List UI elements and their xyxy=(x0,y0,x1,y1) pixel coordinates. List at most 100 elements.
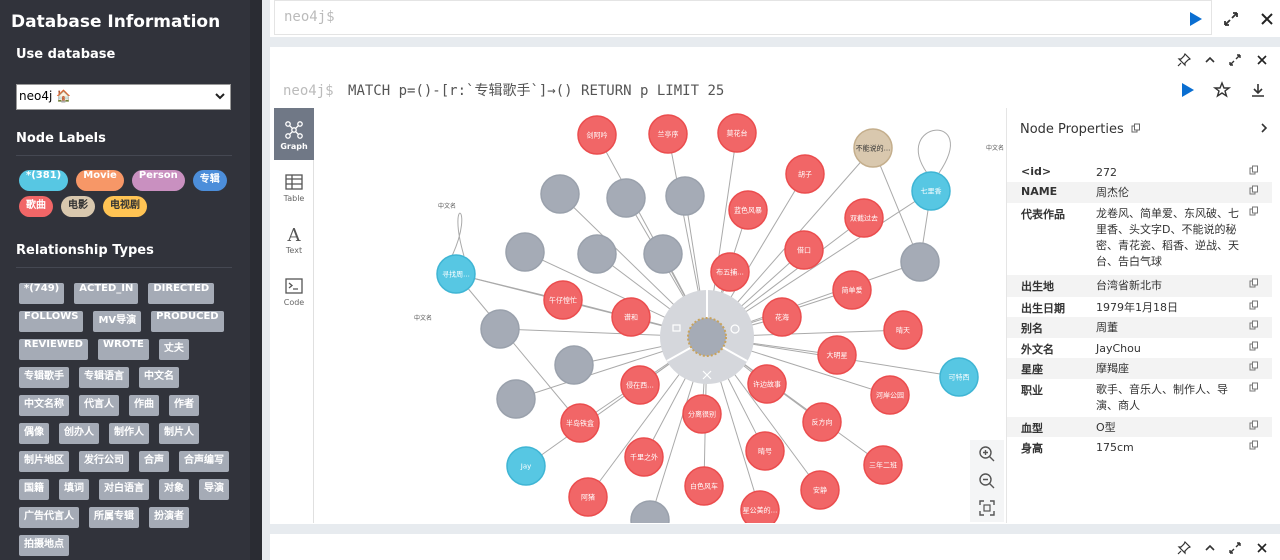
relationship-type-tag[interactable]: 填词 xyxy=(59,479,89,500)
copy-icon[interactable] xyxy=(1249,382,1259,392)
zoom-in-button[interactable] xyxy=(977,444,997,464)
tab-code[interactable]: Code xyxy=(274,264,314,316)
song-node-circle[interactable] xyxy=(560,403,600,443)
movie-node[interactable] xyxy=(853,128,893,168)
gray-node-circle[interactable] xyxy=(643,234,683,274)
song-node-circle[interactable] xyxy=(577,115,617,155)
song-node[interactable]: 午仔惶忙 xyxy=(543,280,583,320)
gray-node[interactable] xyxy=(540,174,580,214)
fit-view-button[interactable] xyxy=(977,498,997,518)
copy-icon[interactable] xyxy=(1249,185,1259,195)
song-node[interactable]: 阿猪 xyxy=(568,477,608,517)
fullscreen-button[interactable] xyxy=(1228,52,1242,66)
node-label-tag[interactable]: Person xyxy=(131,170,185,191)
relationship-type-tag[interactable]: ACTED_IN xyxy=(74,283,139,304)
database-select[interactable]: neo4j 🏠 xyxy=(16,84,231,110)
frame-query-editor[interactable]: neo4j$ MATCH p=()-[r:`专辑歌手`]→() RETURN p… xyxy=(274,73,1202,105)
tab-text[interactable]: A Text xyxy=(274,212,314,264)
song-node-circle[interactable] xyxy=(684,466,724,506)
self-loop-edge[interactable] xyxy=(917,129,951,174)
relationship-type-tag[interactable]: 国籍 xyxy=(19,479,49,500)
download-button[interactable] xyxy=(1248,80,1268,100)
relationship-type-tag[interactable]: 对白语言 xyxy=(99,479,149,500)
copy-icon[interactable] xyxy=(1249,300,1259,310)
song-node[interactable]: 千里之外 xyxy=(624,437,664,477)
copy-icon[interactable] xyxy=(1249,165,1259,175)
gray-node-circle[interactable] xyxy=(577,234,617,274)
song-node[interactable]: 布五捕... xyxy=(710,252,750,292)
top-query-editor[interactable]: neo4j$ xyxy=(274,0,1212,35)
gray-node[interactable] xyxy=(630,500,670,523)
gray-node[interactable] xyxy=(554,345,594,385)
copy-icon[interactable] xyxy=(1249,320,1259,330)
relationship-type-tag[interactable]: 制片人 xyxy=(159,423,199,444)
graph-canvas[interactable]: 中文名中文名中文名剑阿吟兰亭序莫花台胡子蓝色风暴双截过去借口布五捕...简单爱午… xyxy=(314,108,1006,523)
relationship-type-tag[interactable]: 制作人 xyxy=(109,423,149,444)
song-node-circle[interactable] xyxy=(611,297,651,337)
gray-node-circle[interactable] xyxy=(480,309,520,349)
relationship-type-tag[interactable]: 广告代言人 xyxy=(19,507,79,528)
gray-node[interactable] xyxy=(577,234,617,274)
pin-button[interactable] xyxy=(1177,52,1192,67)
song-node[interactable]: 双截过去 xyxy=(844,198,884,238)
song-node-circle[interactable] xyxy=(800,470,840,510)
relationship-type-tag[interactable]: 中文名称 xyxy=(19,395,69,416)
gray-node[interactable] xyxy=(643,234,683,274)
selected-person-node[interactable] xyxy=(687,317,727,357)
close-frame-button[interactable] xyxy=(1255,52,1269,66)
song-node-circle[interactable] xyxy=(870,375,910,415)
gray-node-circle[interactable] xyxy=(540,174,580,214)
copy-icon[interactable] xyxy=(1249,206,1259,216)
gray-node-circle[interactable] xyxy=(554,345,594,385)
song-node-circle[interactable] xyxy=(710,252,750,292)
song-node[interactable]: 借口 xyxy=(784,230,824,270)
expand-editor-button[interactable] xyxy=(1221,9,1241,29)
relationship-type-tag[interactable]: 偶像 xyxy=(19,423,49,444)
album-node-circle[interactable] xyxy=(506,446,546,486)
relationship-type-tag[interactable]: 丈夫 xyxy=(158,339,189,360)
relationship-type-tag[interactable]: 作者 xyxy=(169,395,199,416)
song-node[interactable]: 河岸公园 xyxy=(870,375,910,415)
relationship-type-tag[interactable]: 所属专辑 xyxy=(89,507,139,528)
song-node-circle[interactable] xyxy=(648,114,688,154)
copy-icon[interactable] xyxy=(1249,440,1259,450)
album-node-circle[interactable] xyxy=(911,171,951,211)
relationship-type-tag[interactable]: PRODUCED xyxy=(151,311,224,332)
album-node[interactable]: 七里香 xyxy=(911,171,951,211)
copy-icon[interactable] xyxy=(1249,278,1259,288)
album-node[interactable]: 寻找周... xyxy=(436,254,476,294)
song-node-circle[interactable] xyxy=(682,394,722,434)
relationship-type-tag[interactable]: 专辑语言 xyxy=(79,367,129,388)
song-node-circle[interactable] xyxy=(740,490,780,523)
relationship-type-tag[interactable]: DIRECTED xyxy=(148,283,215,304)
song-node[interactable]: 胡子 xyxy=(785,154,825,194)
album-node[interactable]: 可特西 xyxy=(939,357,979,397)
song-node-circle[interactable] xyxy=(844,198,884,238)
relationship-type-tag[interactable]: 专辑歌手 xyxy=(19,367,69,388)
song-node[interactable]: 星公美的... xyxy=(740,490,780,523)
copy-icon[interactable] xyxy=(1249,361,1259,371)
gray-node[interactable] xyxy=(606,178,646,218)
node-label-tag[interactable]: Movie xyxy=(76,170,124,191)
rerun-button[interactable] xyxy=(1177,80,1197,100)
song-node-circle[interactable] xyxy=(883,310,923,350)
song-node-circle[interactable] xyxy=(832,270,872,310)
relationship-type-tag[interactable]: 发行公司 xyxy=(79,451,129,472)
song-node-circle[interactable] xyxy=(543,280,583,320)
favorite-button[interactable] xyxy=(1212,80,1232,100)
song-node-circle[interactable] xyxy=(802,402,842,442)
zoom-out-button[interactable] xyxy=(977,471,997,491)
song-node-circle[interactable] xyxy=(620,365,660,405)
song-node-circle[interactable] xyxy=(762,297,802,337)
pin-button[interactable] xyxy=(1177,540,1192,555)
relationship-type-tag[interactable]: 创办人 xyxy=(59,423,99,444)
gray-node[interactable] xyxy=(505,232,545,272)
song-node-circle[interactable] xyxy=(817,335,857,375)
fullscreen-button[interactable] xyxy=(1228,540,1242,554)
album-node-circle[interactable] xyxy=(939,357,979,397)
node-label-tag[interactable]: 电影 xyxy=(61,196,95,217)
gray-node[interactable] xyxy=(665,176,705,216)
song-node[interactable]: 分离很别 xyxy=(682,394,722,434)
song-node[interactable]: 晴天 xyxy=(883,310,923,350)
song-node[interactable]: 许边故事 xyxy=(747,364,787,404)
